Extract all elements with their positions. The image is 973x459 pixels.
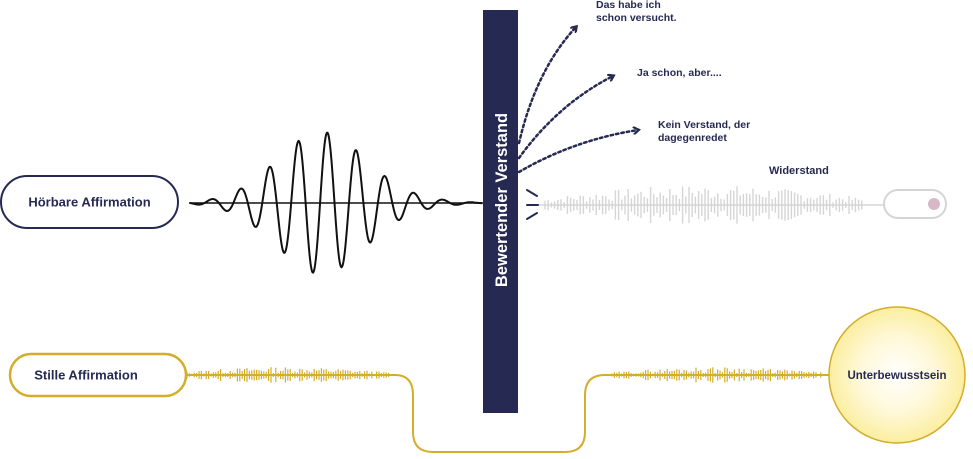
- impact-marks-icon: [526, 189, 539, 220]
- deflection-text-3-line-2: dagegenredet: [658, 132, 727, 144]
- deflection-arrow-1: [517, 27, 576, 145]
- deflection-text-3: Kein Verstand, der dagegenredet: [658, 119, 753, 144]
- deflection-text-1-line-2: schon versucht.: [596, 12, 677, 24]
- silent-affirmation-node: Stille Affirmation: [8, 352, 188, 398]
- barrier-label: Bewertender Verstand: [493, 113, 511, 287]
- resistance-waveform: [544, 186, 863, 224]
- audible-affirmation-label: Hörbare Affirmation: [28, 195, 150, 210]
- toggle-switch-icon: [883, 189, 947, 219]
- subconscious-label: Unterbewusstsein: [847, 370, 946, 382]
- resistance-label: Widerstand: [769, 165, 829, 177]
- silent-affirmation-label: Stille Affirmation: [34, 368, 138, 383]
- audible-waveform: [189, 131, 483, 274]
- deflection-text-1: Das habe ich schon versucht.: [596, 0, 677, 24]
- deflection-text-3-line-1: Kein Verstand, der: [658, 119, 750, 131]
- deflection-arrow-3: [517, 130, 638, 174]
- deflection-text-2-line-1: Ja schon, aber....: [637, 67, 722, 79]
- silent-path-line: [186, 374, 830, 453]
- audible-affirmation-node: Hörbare Affirmation: [0, 175, 179, 229]
- silent-waveform-left: [174, 367, 390, 383]
- subconscious-node: Unterbewusstsein: [828, 306, 966, 444]
- silent-waveform-right: [611, 367, 822, 383]
- deflection-arrow-2: [517, 76, 613, 160]
- barrier-bar: [483, 10, 518, 413]
- deflection-text-2: Ja schon, aber....: [637, 67, 722, 79]
- deflection-text-1-line-1: Das habe ich: [596, 0, 661, 11]
